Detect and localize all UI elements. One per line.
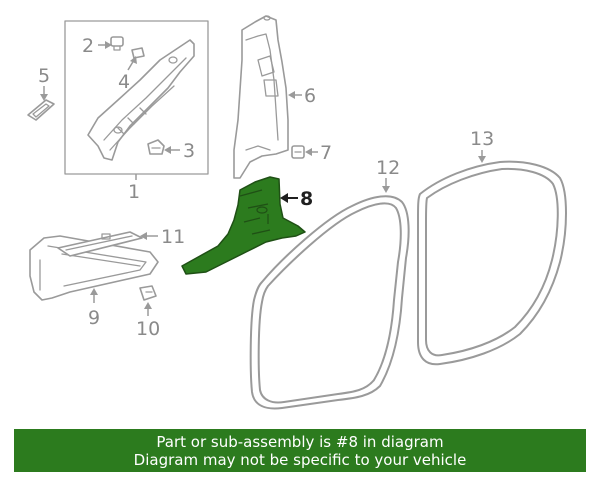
callout-7-label: 7 xyxy=(320,142,332,164)
part-1-hole xyxy=(168,56,178,64)
part-7-clip xyxy=(291,145,305,159)
info-banner: Part or sub-assembly is #8 in diagram Di… xyxy=(14,429,586,472)
callout-5: 5 xyxy=(38,65,50,101)
callout-6: 6 xyxy=(288,85,316,107)
callout-9: 9 xyxy=(88,288,100,329)
part-4-clip xyxy=(131,47,145,59)
part-5-pad xyxy=(27,99,55,121)
part-6-upper-trim xyxy=(233,15,289,179)
part-1-hole-2 xyxy=(113,126,123,134)
callout-4: 4 xyxy=(118,56,137,93)
callout-6-label: 6 xyxy=(304,85,316,107)
part-1-detail-2 xyxy=(109,85,175,151)
callout-5-label: 5 xyxy=(38,65,50,87)
callout-1: 1 xyxy=(128,174,140,203)
part-1-detail xyxy=(103,57,187,141)
part-11-sill xyxy=(57,231,143,257)
callout-8-label: 8 xyxy=(300,188,313,210)
banner-line-2: Diagram may not be specific to your vehi… xyxy=(133,450,467,469)
callout-12-label: 12 xyxy=(376,157,400,179)
callout-3-label: 3 xyxy=(183,140,195,162)
callout-8: 8 xyxy=(280,188,313,210)
part-1-a-pillar-trim xyxy=(87,39,195,161)
callout-7: 7 xyxy=(305,142,332,164)
part-2-clip xyxy=(110,36,124,51)
part-8-lower-trim xyxy=(181,176,306,275)
callout-1-label: 1 xyxy=(128,181,140,203)
part-9-scuff-plate xyxy=(29,235,159,301)
callout-2: 2 xyxy=(82,35,112,57)
callout-3: 3 xyxy=(164,140,195,162)
part-10-clip xyxy=(139,285,157,301)
callout-2-label: 2 xyxy=(82,35,94,57)
banner-line-1: Part or sub-assembly is #8 in diagram xyxy=(156,432,444,451)
callout-12: 12 xyxy=(376,157,400,193)
callout-11-label: 11 xyxy=(161,226,185,248)
callout-10-label: 10 xyxy=(136,318,160,340)
part-3-clip xyxy=(147,139,165,155)
part-8-body xyxy=(181,176,306,275)
part-12-weatherstrip xyxy=(249,195,410,410)
callout-11: 11 xyxy=(140,226,185,248)
callout-4-label: 4 xyxy=(118,71,130,93)
callout-13: 13 xyxy=(470,128,494,163)
callout-13-label: 13 xyxy=(470,128,494,150)
callout-9-label: 9 xyxy=(88,307,100,329)
part-1-detail-3 xyxy=(117,107,147,135)
part-13-weatherstrip xyxy=(417,160,567,366)
callout-10: 10 xyxy=(136,302,160,340)
